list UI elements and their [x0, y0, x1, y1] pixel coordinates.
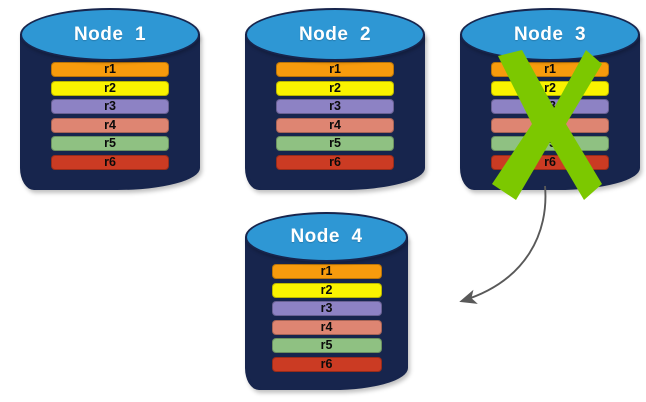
node-1-lid: Node 1: [20, 8, 200, 61]
node-2-lid: Node 2: [245, 8, 425, 61]
table-row[interactable]: r3: [51, 99, 169, 114]
row-label: r5: [104, 136, 116, 151]
row-label: r1: [104, 62, 116, 77]
table-row[interactable]: r4: [271, 319, 382, 335]
table-row[interactable]: r6: [51, 154, 169, 170]
row-label: r2: [329, 80, 341, 95]
table-row[interactable]: r1: [276, 62, 394, 77]
node-3-lid: Node 3: [460, 8, 640, 61]
row-label: r3: [104, 99, 116, 114]
row-label: r6: [329, 154, 341, 169]
node-1-rows: r1 r2 r3 r4 r5 r6: [20, 62, 200, 173]
table-row[interactable]: r3: [271, 301, 382, 316]
node-4-label: Node 4: [290, 226, 363, 247]
row-label: r3: [320, 301, 333, 316]
row-label: r4: [320, 319, 333, 334]
node-2[interactable]: r1 r2 r3 r4 r5 r6 Node 2: [245, 8, 425, 190]
row-label: r1: [329, 62, 341, 77]
table-row[interactable]: r2: [271, 282, 382, 298]
table-row[interactable]: r3: [276, 99, 394, 114]
table-row[interactable]: r2: [276, 80, 394, 96]
node-4-lid: Node 4: [245, 212, 408, 262]
table-row[interactable]: r5: [271, 338, 382, 353]
row-label: r3: [329, 99, 341, 114]
node-4-rows: r1 r2 r3 r4 r5 r6: [245, 264, 408, 375]
row-label: r6: [104, 154, 116, 169]
table-row[interactable]: r2: [51, 80, 169, 96]
table-row[interactable]: r5: [276, 136, 394, 151]
node-1[interactable]: r1 r2 r3 r4 r5 r6 Node 1: [20, 8, 200, 190]
table-row[interactable]: r4: [51, 117, 169, 133]
row-label: r6: [320, 356, 333, 371]
table-row[interactable]: r1: [271, 264, 382, 279]
row-label: r4: [104, 117, 116, 132]
row-label: r4: [329, 117, 341, 132]
node-2-rows: r1 r2 r3 r4 r5 r6: [245, 62, 425, 173]
row-label: r5: [329, 136, 341, 151]
row-label: r2: [104, 80, 116, 95]
row-label: r2: [320, 282, 333, 297]
row-label: r5: [320, 338, 333, 353]
row-label: r1: [320, 264, 333, 279]
table-row[interactable]: r1: [51, 62, 169, 77]
node-2-label: Node 2: [298, 23, 372, 45]
node-4[interactable]: r1 r2 r3 r4 r5 r6 Node 4: [245, 212, 408, 390]
table-row[interactable]: r6: [271, 356, 382, 372]
table-row[interactable]: r5: [51, 136, 169, 151]
table-row[interactable]: r6: [276, 154, 394, 170]
node-1-label: Node 1: [73, 23, 147, 45]
table-row[interactable]: r4: [276, 117, 394, 133]
node-3-label: Node 3: [513, 23, 587, 45]
